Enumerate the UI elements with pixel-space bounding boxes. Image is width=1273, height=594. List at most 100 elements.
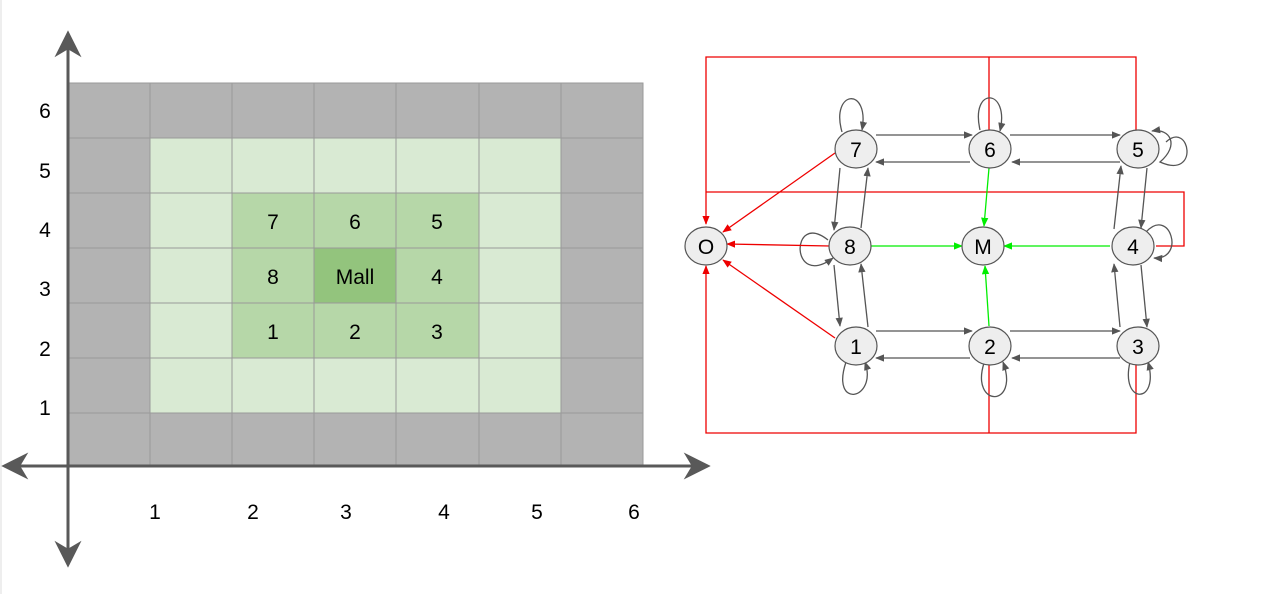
node-circle	[684, 226, 728, 266]
grid-cell	[67, 192, 151, 249]
y-tick-label: 6	[39, 100, 51, 123]
grid-cell	[478, 302, 562, 359]
edge-1-8	[858, 263, 869, 328]
node-label: 2	[984, 336, 996, 359]
self-loop-5	[1151, 126, 1188, 166]
x-tick-label: 1	[149, 501, 161, 524]
grid-cell	[67, 302, 151, 359]
node-7: 7	[834, 129, 878, 169]
node-circle	[834, 326, 878, 366]
grid-cell	[149, 412, 233, 468]
edge-2-M	[981, 265, 990, 327]
grid-cell	[478, 82, 562, 139]
node-circle	[968, 326, 1012, 366]
grid-cell	[560, 302, 644, 359]
grid-cell	[149, 192, 233, 249]
grid-cell	[478, 137, 562, 194]
cell-label: 1	[267, 321, 279, 344]
edge-8-O	[726, 240, 831, 248]
grid-cell	[313, 137, 397, 194]
self-loop-3	[1127, 361, 1154, 395]
grid-cell	[149, 137, 233, 194]
self-loop-1	[842, 361, 872, 395]
grid-cell	[313, 192, 397, 249]
state-graph: O M 1 2 3 4 5 6 7 8	[684, 56, 1188, 434]
x-tick-label: 3	[340, 501, 352, 524]
node-label: 1	[850, 336, 862, 359]
grid-cell	[478, 357, 562, 414]
edge-4-boundary	[706, 191, 1185, 247]
node-circle	[1116, 129, 1160, 169]
node-3: 3	[1116, 326, 1160, 366]
node-5: 5	[1116, 129, 1160, 169]
red-boundary-edges	[702, 56, 1185, 434]
grid-cell	[67, 247, 151, 304]
node-label: 8	[844, 236, 856, 259]
grid-cell	[231, 412, 315, 468]
gray-edges	[799, 97, 1188, 398]
grid-cell	[560, 82, 644, 139]
grid-cell	[478, 247, 562, 304]
x-tick-label: 2	[247, 501, 259, 524]
self-loop-2	[980, 361, 1010, 398]
grid-cell	[560, 357, 644, 414]
y-tick-label: 5	[39, 160, 51, 183]
grid-cell	[478, 192, 562, 249]
grid-cell	[395, 357, 480, 414]
x-tick-label: 4	[438, 501, 450, 524]
node-8: 8	[828, 226, 872, 266]
node-label: 7	[850, 139, 862, 162]
grid-cell	[149, 247, 233, 304]
grid-cell	[231, 137, 315, 194]
grid-cell	[395, 82, 480, 139]
grid-cell	[560, 137, 644, 194]
edge-1-O	[722, 259, 836, 339]
grid-cell	[478, 412, 562, 468]
grid-cell	[560, 192, 644, 249]
grid-cell	[560, 412, 644, 468]
node-m: M	[961, 226, 1005, 266]
node-label: O	[698, 236, 714, 259]
y-tick-label: 2	[39, 338, 51, 361]
node-o: O	[684, 226, 728, 266]
edge-7-8	[831, 167, 841, 231]
x-tick-label: 5	[531, 501, 543, 524]
y-tick-label: 3	[39, 278, 51, 301]
node-1: 1	[834, 326, 878, 366]
node-4: 4	[1111, 226, 1155, 266]
mall-label: Mall	[336, 266, 375, 289]
node-circle	[828, 226, 872, 266]
edge-7-O	[722, 152, 836, 233]
node-circle	[1111, 226, 1155, 266]
grid-map: 1 2 3 4 5 6 1 2 3 4 5 6 7 6 5 8 Mall 4 1…	[1, 30, 711, 568]
edge-3-4	[1111, 263, 1121, 328]
y-tick-label: 1	[39, 397, 51, 420]
node-6: 6	[968, 129, 1012, 169]
node-label: M	[974, 236, 992, 259]
grid-cell	[395, 412, 480, 468]
self-loop-8	[799, 232, 834, 267]
self-loop-7	[839, 98, 868, 133]
node-2: 2	[968, 326, 1012, 366]
node-label: 6	[984, 139, 996, 162]
node-label: 3	[1132, 336, 1144, 359]
grid-cell	[560, 247, 644, 304]
grid-cell	[313, 412, 397, 468]
node-label: 5	[1132, 139, 1144, 162]
edge-8-7	[860, 167, 871, 229]
grid-cell	[395, 247, 480, 304]
grid-cell	[231, 357, 315, 414]
grid-cell	[313, 357, 397, 414]
self-loop-6	[977, 97, 1006, 132]
self-loop-4	[1145, 224, 1173, 263]
cell-label: 8	[267, 266, 279, 289]
cell-label: 7	[267, 211, 279, 234]
node-circle	[834, 129, 878, 169]
edge-5-4	[1138, 167, 1148, 229]
cell-label: 6	[349, 211, 361, 234]
edge-4-3	[1140, 264, 1150, 328]
grid-cell	[67, 82, 151, 139]
cell-label: 5	[431, 211, 443, 234]
cell-label: 2	[349, 321, 361, 344]
